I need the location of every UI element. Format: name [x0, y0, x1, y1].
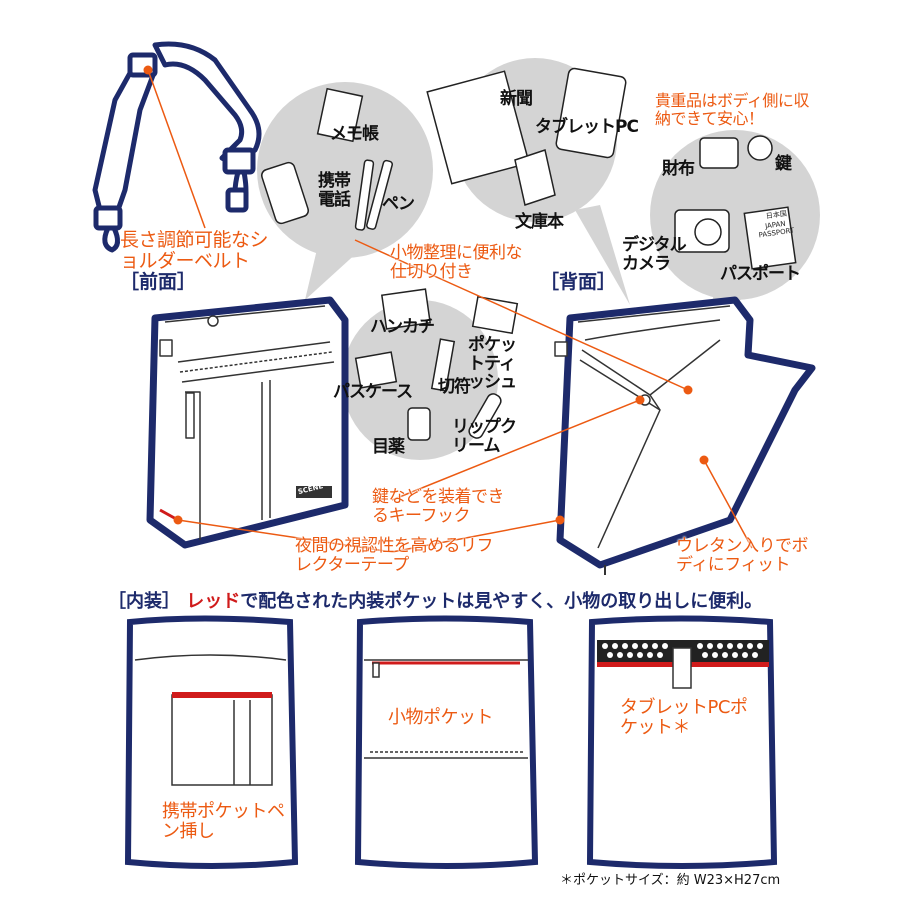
- item-label-ticket: 切符: [438, 377, 471, 397]
- item-label-lip-cream: リップクリーム: [452, 417, 517, 456]
- item-label-tissue: ポケットティッシュ: [468, 335, 517, 393]
- interior-panel-2: [354, 615, 539, 869]
- callout-strap: 長さ調節可能なショルダーベルト: [120, 229, 269, 272]
- interior-headline: ［内装］ レッドで配色された内装ポケットは見やすく、小物の取り出しに便利。: [108, 592, 762, 612]
- front-bag-illustration: [146, 296, 349, 549]
- interior-panel-1: [124, 615, 299, 869]
- panel-label-tablet: タブレットPCポケット＊: [620, 697, 748, 738]
- item-label-eye-drops: 目薬: [372, 437, 405, 457]
- interior-pocket-panels: [124, 615, 778, 869]
- interior-headline-red: レッド: [186, 591, 241, 612]
- item-label-paperback: 文庫本: [515, 212, 564, 232]
- shoulder-strap-illustration: [92, 41, 262, 253]
- item-icons: [260, 67, 797, 441]
- item-label-handkerchief: ハンカチ: [370, 317, 435, 337]
- item-label-tablet: タブレットPC: [535, 117, 639, 137]
- back-bag-illustration: [554, 296, 816, 575]
- pocket-size-footnote: ＊ポケットサイズ：約 W23×H27cm: [560, 873, 781, 888]
- callout-urethane: ウレタン入りでボディにフィット: [676, 536, 809, 575]
- back-section-label: ［背面］: [540, 271, 617, 293]
- item-label-wallet: 財布: [662, 159, 695, 179]
- panel-label-phone-pen: 携帯ポケットペン挿し: [162, 801, 285, 842]
- leader-lines: [147, 69, 753, 553]
- valuables-note: 貴重品はボディ側に収納できて安心！: [655, 91, 809, 128]
- mesh-band: [597, 640, 769, 689]
- item-label-camera: デジタルカメラ: [622, 235, 687, 274]
- interior-section-label: ［内装］: [108, 591, 180, 612]
- item-label-newspaper: 新聞: [500, 89, 533, 109]
- item-label-key: 鍵: [775, 154, 792, 174]
- item-label-pass-case: パスケース: [333, 382, 413, 402]
- front-section-label: ［前面］: [120, 271, 197, 293]
- callout-key-hook: 鍵などを装着できるキーフック: [372, 487, 505, 526]
- item-label-passport: パスポート: [720, 264, 801, 284]
- item-label-memo: メモ帳: [330, 124, 379, 144]
- callout-reflector: 夜間の視認性を高めるリフレクターテープ: [295, 536, 494, 575]
- item-label-pen: ペン: [382, 194, 415, 214]
- panel-label-small-items: 小物ポケット: [388, 707, 494, 728]
- item-label-phone: 携帯電話: [318, 171, 351, 210]
- interior-panel-3: [586, 615, 778, 869]
- callout-divider: 小物整理に便利な仕切り付き: [390, 243, 523, 282]
- interior-headline-rest: で配色された内装ポケットは見やすく、小物の取り出しに便利。: [240, 591, 763, 612]
